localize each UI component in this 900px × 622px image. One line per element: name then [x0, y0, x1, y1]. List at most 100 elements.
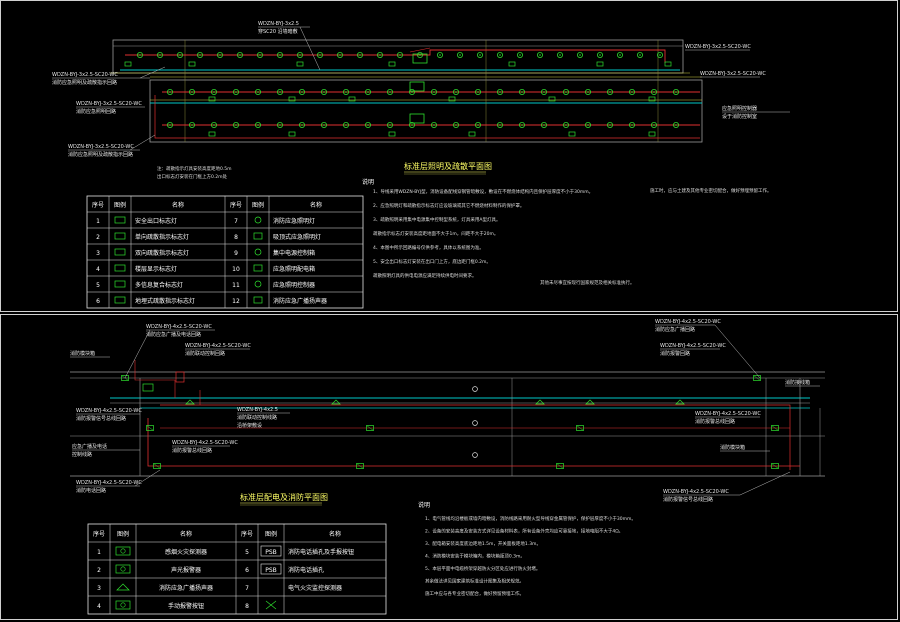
exit-sign-icon	[448, 96, 456, 102]
callout-bottom-tl1b: 消防应急广播及电话回路	[146, 331, 201, 338]
callout-bottom-side1: 消防模块箱	[70, 350, 95, 357]
top-notes-tail: 其他未尽事宜按现行国家规范及相关标准执行。	[540, 279, 635, 286]
bottom-notes: 1、电气管线均沿楼板或墙内暗敷设，消防线路采用耐火型导线穿金属管保护，保护层厚度…	[425, 515, 636, 597]
exit-sign-icon	[596, 61, 604, 67]
legend-header-cell: 名称	[329, 530, 341, 538]
emergency-lamp-icon	[276, 52, 283, 59]
emergency-lamp-icon	[210, 89, 217, 96]
emergency-lamp-icon	[541, 89, 548, 96]
note-line: 1、导线采用WDZN-BYJ型，消防设备配线穿钢管暗敷设，敷设在不燃烧体结构内且…	[373, 188, 593, 195]
callout-bottom-tr2: WDZN-BYJ-4x2.5-SC20-WC	[660, 343, 726, 349]
emergency-lamp-icon	[673, 122, 680, 129]
emergency-lamp-icon	[673, 89, 680, 96]
legend-cell-no: 3	[97, 585, 101, 592]
speaker-icon	[535, 399, 545, 405]
detector-box-icon	[556, 463, 564, 469]
emergency-lamp-icon	[597, 52, 604, 59]
emergency-lamp-icon	[430, 89, 437, 96]
exit-sign-icon	[188, 61, 196, 67]
legend-header-cell: 名称	[172, 201, 184, 209]
control-box-icon	[409, 113, 425, 124]
legend-cell-name: 手动报警按钮	[168, 602, 204, 610]
smoke-detector-icon	[472, 386, 478, 392]
legend-symbol-text: PSB	[265, 549, 277, 556]
legend-header-cell: 图例	[117, 530, 129, 538]
legend-header-cell: 序号	[92, 201, 104, 209]
speaker-icon	[675, 399, 685, 405]
alarm-panel-icon	[175, 371, 185, 383]
legend-cell-name: 多信息复合标志灯	[135, 281, 183, 289]
legend-header-cell: 图例	[252, 201, 264, 209]
detector-box-icon	[771, 463, 779, 469]
emergency-lamp-icon	[216, 52, 223, 59]
top-notes: 1、导线采用WDZN-BYJ型，消防设备配线穿钢管暗敷设，敷设在不燃烧体结构内且…	[373, 188, 593, 279]
emergency-lamp-icon	[607, 122, 614, 129]
emergency-lamp-icon	[474, 89, 481, 96]
legend-symbol-icon	[253, 232, 263, 240]
callout-bottom-left-cb: 消防电话回路	[76, 487, 106, 494]
emergency-lamp-icon	[356, 52, 363, 59]
exit-sign-icon	[568, 131, 576, 137]
callout-bottom-r2b: 消防报警总线回路	[695, 418, 735, 425]
legend-header-cell: 图例	[265, 530, 277, 538]
legend-symbol-icon	[115, 564, 131, 574]
bottom-callouts: WDZN-BYJ-4x2.5-SC20-WC 消防应急广播及电话回路 WDZN-…	[70, 319, 820, 503]
exit-sign-icon	[288, 96, 296, 102]
smoke-detector-icon	[472, 452, 478, 458]
top-sheet-frame	[0, 0, 898, 312]
callout-left-1: WDZN-BYJ-3x2.5-SC20-WC	[52, 72, 118, 78]
control-box-icon	[412, 53, 428, 64]
callout-left-2b: 消防应急照明回路	[76, 108, 116, 115]
bottom-floor-plan	[70, 360, 825, 477]
callout-bottom-left-b: 应急广播及电话	[72, 443, 107, 450]
emergency-lamp-icon	[607, 89, 614, 96]
emergency-lamp-icon	[496, 89, 503, 96]
top-notes-right: 施工时，应与土建及其他专业密切配合，做好预埋预留工作。	[650, 187, 772, 194]
emergency-lamp-icon	[408, 89, 415, 96]
legend-cell-name: 地埋式疏散指示标志灯	[135, 297, 195, 305]
emergency-lamp-icon	[320, 122, 327, 129]
callout-left-2: WDZN-BYJ-3x2.5-SC20-WC	[76, 101, 142, 107]
emergency-lamp-icon	[236, 52, 243, 59]
emergency-lamp-icon	[577, 52, 584, 59]
note-line: 5、安全出口标志灯安装在出口门上方，底边距门框0.2m。	[373, 258, 491, 265]
emergency-lamp-icon	[232, 122, 239, 129]
legend-header-cell: 序号	[241, 530, 253, 538]
emergency-lamp-icon	[496, 52, 503, 59]
emergency-lamp-icon	[188, 89, 195, 96]
legend-symbol-icon	[254, 216, 262, 224]
callout-right-2: WDZN-BYJ-3x2.5-SC20-WC	[700, 71, 766, 77]
emergency-lamp-icon	[386, 89, 393, 96]
legend-symbol-icon	[254, 280, 262, 288]
legend-cell-name: 消防应急广播扬声器	[159, 584, 213, 592]
legend-cell-no: 7	[245, 585, 249, 592]
callout-top-mid: WDZN-BYJ-3x2.5	[258, 21, 299, 27]
legend-symbol-icon	[116, 583, 130, 591]
emergency-lamp-icon	[320, 89, 327, 96]
emergency-lamp-icon	[176, 52, 183, 59]
emergency-lamp-icon	[376, 52, 383, 59]
emergency-lamp-icon	[210, 122, 217, 129]
emergency-lamp-icon	[296, 52, 303, 59]
emergency-lamp-icon	[629, 89, 636, 96]
emergency-lamp-icon	[254, 122, 261, 129]
speaker-icon	[331, 399, 341, 405]
legend-cell-name: 安全出口标志灯	[135, 217, 177, 225]
exit-sign-icon	[508, 61, 516, 67]
note-line: 4、消防模块安装于模块箱内，模块箱距顶0.3m。	[425, 553, 525, 560]
detector-box-icon	[771, 425, 779, 431]
legend-symbol-icon	[114, 264, 126, 272]
note-line: 5、本层平面中电缆桥架穿越防火分区处应进行防火封堵。	[425, 565, 540, 572]
callout-bottom-r2: WDZN-BYJ-4x2.5-SC20-WC	[695, 411, 761, 417]
emergency-lamp-icon	[651, 122, 658, 129]
legend-cell-name: 消防电话插孔	[288, 566, 324, 574]
callout-bottom-tr2b: 消防报警回路	[660, 350, 690, 357]
emergency-lamp-icon	[364, 89, 371, 96]
top-callouts: WDZN-BYJ-3x2.5 穿SC20 沿墙暗敷 WDZN-BYJ-3x2.5…	[52, 21, 790, 180]
bottom-sheet-title: 标准层配电及消防平面图	[240, 492, 328, 502]
legend-cell-no: 6	[96, 298, 100, 305]
callout-bottom-tr1: WDZN-BYJ-4x2.5-SC20-WC	[655, 319, 721, 325]
exit-sign-icon	[124, 61, 132, 67]
note-line: 4、本图中所示回路编号仅供参考，具体以系统图为准。	[373, 244, 484, 251]
